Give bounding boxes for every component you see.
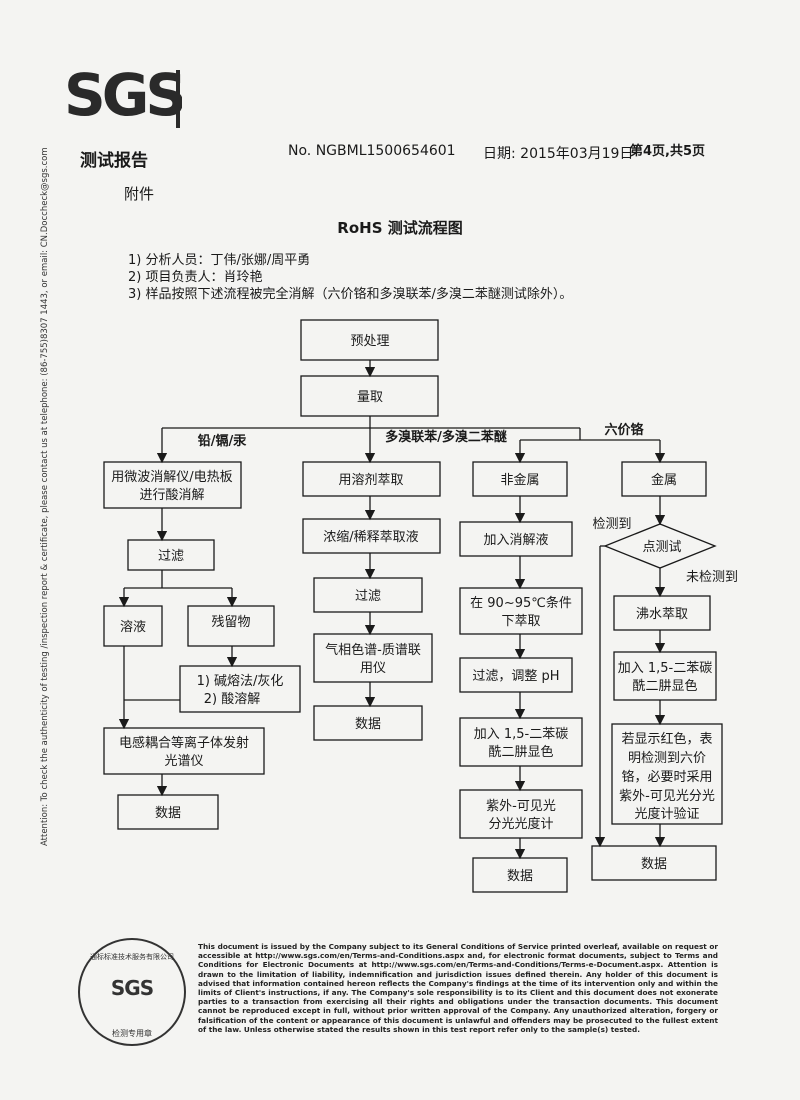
notes-list: 1) 分析人员：丁伟/张娜/周平勇 2) 项目负责人：肖玲艳 3) 样品按照下述… [128,252,572,303]
label-verify-2: 明检测到六价 [628,751,706,766]
label-metal: 金属 [651,472,677,488]
note-item: 2) 项目负责人：肖玲艳 [128,270,263,285]
box-acid-digest [103,461,242,509]
box-heat-extract [459,587,583,635]
note-item: 1) 分析人员：丁伟/张娜/周平勇 [128,253,311,268]
label-dpc-1a: 加入 1,5-二苯碳 [474,727,569,742]
label-not-detected: 未检测到 [686,570,738,585]
box-verify [611,723,723,825]
label-branch-metals: 铅/镉/汞 [198,433,247,449]
label-data-2: 数据 [355,717,381,732]
label-dpc-2b: 酰二肼显色 [632,678,697,694]
appendix-label: 附件 [124,185,155,203]
label-icp-2: 光谱仪 [164,754,203,769]
box-data-2 [313,705,423,741]
label-boil-extract: 沸水萃取 [636,607,688,622]
label-data-3: 数据 [507,869,533,884]
box-filter-ph [459,657,573,693]
seal-logo-text: SGS [110,976,154,1000]
box-icp [103,727,265,775]
report-date: 日期: 2015年03月19日 [483,146,634,162]
label-gcms-2: 用仪 [360,661,386,676]
label-acid-digest-1: 用微波消解仪/电热板 [111,470,232,485]
company-seal: 通标标准技术服务有限公司 SGS 检测专用章 [78,938,186,1046]
box-add-solution [459,521,573,557]
box-metal [621,461,707,497]
seal-caption: 检测专用章 [112,1029,152,1038]
label-verify-1: 若显示红色，表 [621,731,712,747]
box-dpc-2 [613,651,717,701]
page-number: 第4页,共5页 [630,144,706,159]
label-pretreat: 预处理 [350,334,389,349]
label-nonmetal: 非金属 [500,472,539,488]
logo-bar [176,70,180,128]
box-data-3 [472,857,568,893]
label-gcms-1: 气相色谱-质谱联 [325,642,421,658]
label-measure: 量取 [357,390,383,405]
label-acid-digest-2: 进行酸消解 [139,488,204,503]
label-icp-1: 电感耦合等离子体发射 [119,735,249,751]
box-dpc-1 [459,717,583,767]
label-solvent-extract: 用溶剂萃取 [338,473,403,488]
footer-disclaimer: This document is issued by the Company s… [198,942,718,1034]
box-uv [459,789,583,839]
label-heat-extract-1: 在 90~95℃条件 [470,595,572,611]
label-branch-pbb: 多溴联苯/多溴二苯醚 [385,429,508,445]
label-verify-3: 铬，必要时采用 [621,769,712,785]
label-concentrate: 浓缩/稀释萃取液 [323,529,418,545]
box-boil-extract [613,595,711,631]
label-dpc-1b: 酰二肼显色 [488,744,553,760]
label-verify-5: 光度计验证 [634,806,699,822]
label-detected: 检测到 [592,517,631,532]
label-method-1: 1) 碱熔法/灰化 [197,674,284,689]
box-data-4 [591,845,717,881]
label-verify-4: 紫外-可见光分光 [619,789,715,804]
label-uv-2: 分光光度计 [488,816,553,832]
box-solvent-extract [302,461,441,497]
label-uv-1: 紫外-可见光 [486,799,556,814]
label-spot-test: 点测试 [642,540,681,555]
label-filter-1: 过滤 [158,549,184,564]
box-gcms [313,633,433,683]
label-branch-cr: 六价铬 [604,422,644,438]
box-solution [103,605,163,647]
box-filter-1 [127,539,215,571]
label-add-solution: 加入消解液 [483,533,548,548]
box-concentrate [302,518,441,554]
label-data-4: 数据 [641,857,667,872]
label-heat-extract-2: 下萃取 [501,614,540,629]
label-method-2: 2) 酸溶解 [204,692,260,707]
label-dpc-2a: 加入 1,5-二苯碳 [618,661,713,676]
label-filter-ph: 过滤，调整 pH [472,669,559,684]
seal-company-name: 通标标准技术服务有限公司 [90,953,174,961]
box-residue [187,605,275,647]
box-data-1 [117,794,219,830]
note-item: 3) 样品按照下述流程被完全消解（六价铬和多溴联苯/多溴二苯醚测试除外）。 [128,287,573,302]
report-number: No. NGBML1500654601 [288,143,456,159]
sgs-logo: SGS [64,62,182,128]
label-solution: 溶液 [120,620,146,635]
flowchart-title: RoHS 测试流程图 [337,219,463,237]
label-residue: 残留物 [211,615,250,630]
box-filter-2 [313,577,423,613]
box-residue-methods [179,665,301,713]
label-data-1: 数据 [155,806,181,821]
label-filter-2: 过滤 [355,589,381,604]
report-title: 测试报告 [80,151,148,171]
